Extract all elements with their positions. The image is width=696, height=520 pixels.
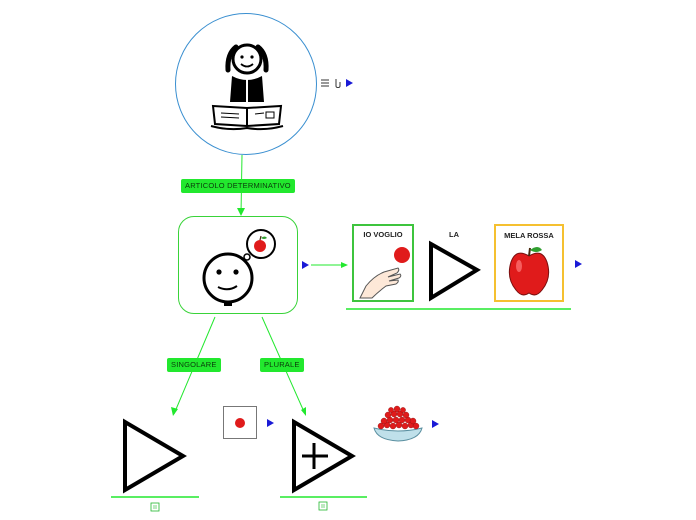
thinking-node-play-arrow-icon[interactable] bbox=[302, 261, 309, 269]
plural-note-icon[interactable] bbox=[318, 501, 328, 511]
card-io-voglio[interactable]: IO VOGLIO bbox=[352, 224, 414, 302]
red-apple-icon bbox=[508, 247, 550, 296]
list-icon[interactable] bbox=[321, 79, 329, 87]
singular-node[interactable] bbox=[111, 414, 199, 496]
berries-play-arrow-icon[interactable] bbox=[432, 420, 439, 428]
card-mela-rossa-label: MELA ROSSA bbox=[504, 231, 554, 240]
hand-ball-icon bbox=[359, 247, 410, 299]
singular-note-icon[interactable] bbox=[150, 502, 160, 512]
card-mela-rossa[interactable]: MELA ROSSA bbox=[494, 224, 564, 302]
thinking-node[interactable] bbox=[178, 216, 298, 314]
thinking-face-icon bbox=[202, 229, 276, 306]
card-io-voglio-label: IO VOGLIO bbox=[363, 230, 403, 239]
reading-person-icon bbox=[210, 43, 284, 131]
article-triangle-icon bbox=[429, 240, 481, 302]
link-label-singular[interactable]: SINGOLARE bbox=[167, 358, 221, 372]
bowl-of-berries-icon[interactable] bbox=[371, 404, 425, 442]
single-dot-play-arrow-icon[interactable] bbox=[267, 419, 274, 427]
link-label-article[interactable]: ARTICOLO DETERMINATIVO bbox=[181, 179, 295, 193]
singular-triangle-icon bbox=[123, 418, 187, 494]
sentence-play-arrow-icon[interactable] bbox=[575, 260, 582, 268]
card-la-label: LA bbox=[449, 230, 459, 239]
attachment-icon[interactable] bbox=[334, 78, 342, 88]
card-la[interactable]: LA bbox=[425, 224, 483, 302]
single-dot-card[interactable] bbox=[223, 406, 257, 439]
plural-triangle-plus-icon bbox=[292, 418, 356, 494]
play-arrow-icon[interactable] bbox=[346, 79, 353, 87]
plural-node[interactable] bbox=[280, 414, 367, 496]
link-label-plural[interactable]: PLURALE bbox=[260, 358, 304, 372]
red-dot-icon bbox=[235, 418, 245, 428]
topic-node[interactable] bbox=[175, 13, 317, 155]
